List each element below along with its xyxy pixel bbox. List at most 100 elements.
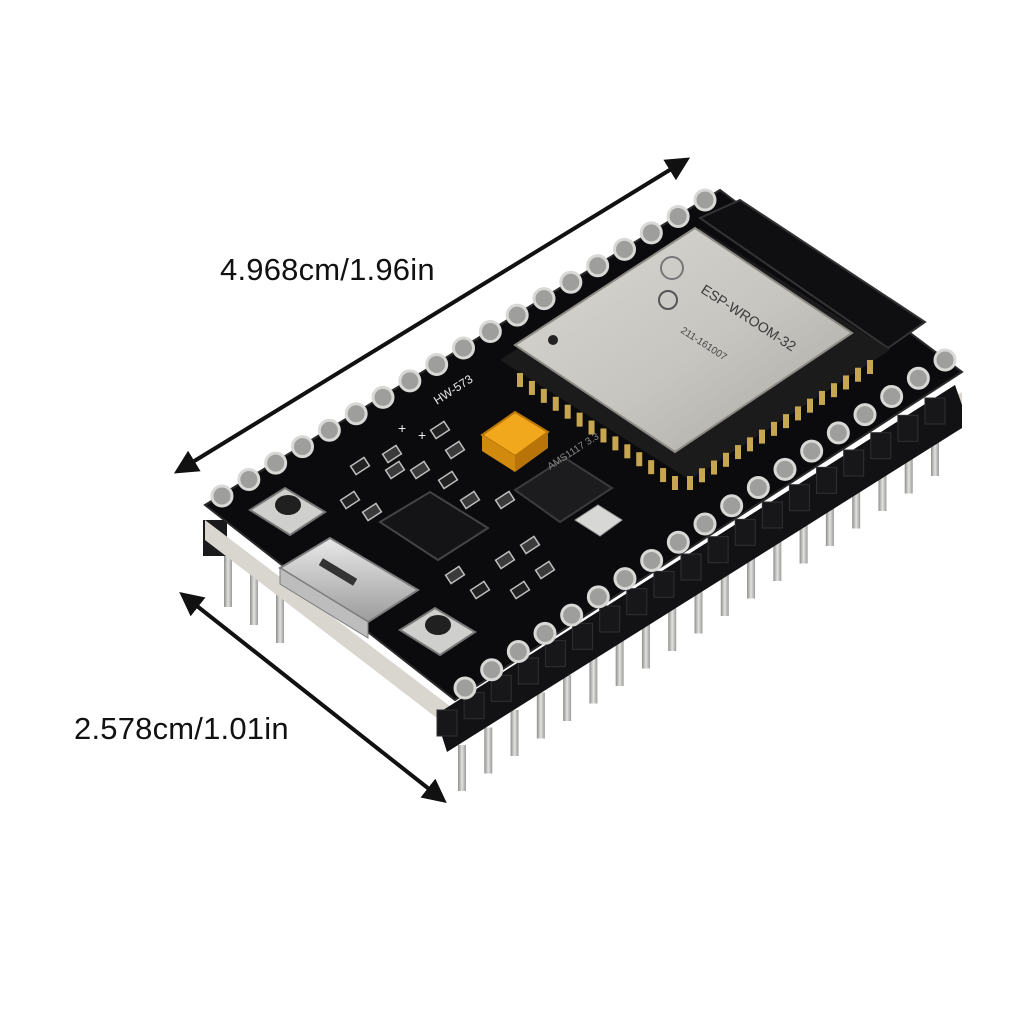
pin-pad: [613, 567, 637, 591]
header-block: [734, 518, 756, 546]
antenna-area: [697, 198, 927, 350]
header-pins-front-row: [458, 430, 939, 791]
pin-pad: [613, 237, 636, 261]
smd-part: [459, 490, 481, 510]
usb-slot: [318, 558, 358, 586]
castellation-pad: [771, 421, 777, 436]
header-block: [436, 709, 458, 737]
pin-pad: [398, 369, 422, 393]
castellation-pad: [648, 460, 655, 475]
castellation-pad: [612, 436, 619, 451]
castellation-pad: [672, 476, 678, 490]
header-pin: [224, 545, 232, 607]
header-pin: [799, 517, 808, 564]
pin-pad: [533, 621, 557, 645]
smd-part: [494, 550, 516, 570]
castellation-pad: [588, 420, 595, 435]
castellation-pad: [636, 452, 643, 467]
pin-pad: [237, 468, 261, 492]
header-pin: [747, 552, 756, 599]
header-pin: [536, 692, 545, 739]
castellation-pad: [807, 398, 813, 413]
header-pin: [510, 710, 519, 756]
header-pin: [484, 727, 493, 774]
castellation-pad: [795, 406, 801, 421]
header-block: [599, 605, 621, 633]
header-block: [870, 432, 892, 460]
header-pin: [615, 640, 624, 686]
pin-pad: [640, 548, 664, 572]
pin-pad: [425, 352, 449, 376]
pin-pad: [933, 348, 957, 372]
header-pin: [878, 465, 887, 511]
header-block: [626, 588, 648, 616]
width-dimension-label: 2.578cm/1.01in: [74, 711, 289, 746]
pin-pad: [480, 658, 504, 682]
header-pin: [276, 581, 284, 643]
capacitor-side: [482, 435, 515, 472]
length-arrow: [173, 157, 691, 474]
pin-pad: [586, 254, 610, 278]
smd-part: [409, 460, 431, 480]
pin-pad: [291, 435, 314, 459]
castellation-pad: [576, 412, 583, 427]
smd-part: [437, 470, 459, 490]
header-block: [517, 657, 539, 685]
castellation-pad: [660, 468, 667, 483]
pin-pad: [478, 320, 502, 344]
pin-pad: [317, 418, 341, 442]
header-pin: [904, 447, 913, 494]
module-shield: [513, 226, 854, 454]
pin-pad: [880, 384, 904, 408]
smd-part: [469, 580, 491, 600]
smd-part: [509, 580, 531, 600]
castellation-pad: [600, 428, 607, 443]
regulator-tab: [574, 504, 623, 537]
module-castellations: [517, 360, 873, 490]
header-block: [816, 466, 838, 494]
castellation-pad: [564, 404, 571, 419]
pin-pads-back-row: [210, 188, 717, 508]
castellation-pad: [699, 468, 705, 483]
pin-pad: [666, 530, 690, 554]
header-pin: [641, 622, 650, 669]
smd-part: [384, 460, 406, 480]
castellation-pad: [843, 375, 849, 390]
castellation-pad: [723, 452, 729, 467]
pin-pad: [853, 403, 877, 427]
smd-part: [349, 456, 371, 476]
pin-pad: [264, 451, 288, 475]
castellation-pad: [759, 429, 765, 444]
castellation-pad: [747, 437, 753, 452]
pin-pad: [532, 287, 556, 311]
pin-pad: [826, 421, 850, 445]
header-pin: [589, 657, 598, 704]
header-block: [653, 570, 675, 598]
header-block: [707, 536, 729, 564]
header-pin: [852, 482, 861, 529]
header-pin: [250, 563, 258, 625]
silkscreen-plus-1: +: [398, 420, 406, 436]
en-button[interactable]: [275, 495, 301, 515]
usb-port-front: [279, 567, 369, 639]
pin-pad: [693, 512, 717, 536]
header-pin: [931, 430, 939, 476]
shield-dot: [548, 335, 558, 345]
width-arrow: [179, 592, 447, 803]
castellation-pad: [855, 367, 861, 382]
castellation-pad: [624, 444, 631, 459]
front-header-blocks: [436, 397, 946, 737]
header-block: [843, 449, 865, 477]
castellation-pad: [819, 390, 825, 405]
smd-part: [444, 565, 466, 585]
boot-button[interactable]: [425, 615, 451, 635]
silkscreen-plus-2: +: [418, 427, 426, 443]
header-block: [897, 414, 919, 442]
length-dimension-label: 4.968cm/1.96in: [220, 252, 435, 287]
usb-uart-chip: [378, 490, 490, 562]
pin-pad: [773, 457, 797, 481]
smd-part: [494, 490, 516, 510]
header-pin: [563, 675, 572, 721]
pin-pad: [746, 476, 770, 500]
